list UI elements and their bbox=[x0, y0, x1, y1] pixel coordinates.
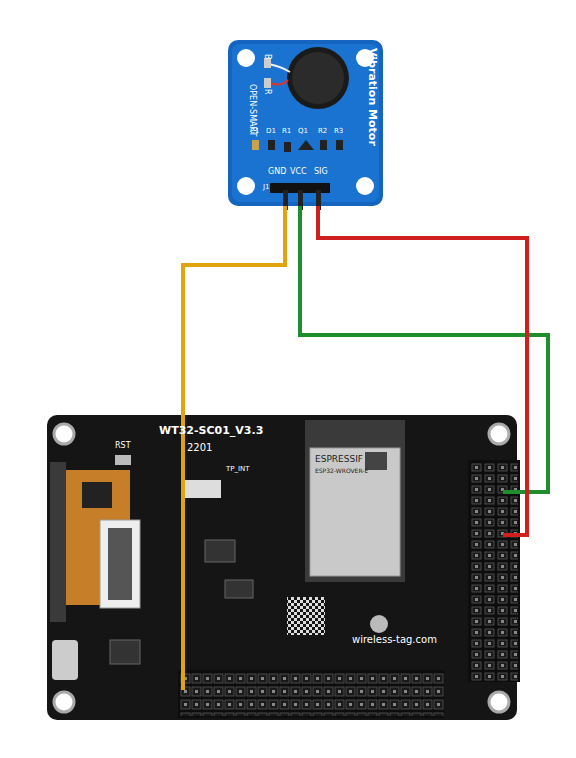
part-label: D1 bbox=[266, 128, 276, 136]
chip-label: ESPRESSIF bbox=[315, 455, 363, 465]
wire-end bbox=[503, 490, 517, 494]
board-box: WT32-SC01_V3.3 bbox=[47, 415, 517, 720]
wt32-board bbox=[47, 415, 520, 720]
part-label: R3 bbox=[334, 128, 343, 136]
brand-label: wireless-tag.com bbox=[352, 634, 437, 645]
terminal-label: B bbox=[262, 54, 271, 60]
wire-end bbox=[503, 533, 517, 537]
connector-label: TP_INT bbox=[226, 466, 250, 474]
terminal-label: R bbox=[262, 89, 271, 95]
wire-end bbox=[181, 415, 185, 690]
motor-module bbox=[228, 40, 383, 210]
module-title: Vibration Motor bbox=[366, 48, 378, 146]
wire bbox=[300, 206, 548, 492]
part-label: J1 bbox=[263, 184, 270, 192]
board-title: WT32-SC01_V3.3 bbox=[159, 425, 263, 437]
part-label: Q1 bbox=[298, 128, 308, 136]
wire bbox=[318, 206, 527, 535]
date-label: 2201 bbox=[187, 442, 212, 453]
wire bbox=[183, 206, 285, 415]
part-label: R2 bbox=[318, 128, 327, 136]
part-label: R1 bbox=[282, 128, 291, 136]
part-label: C1 bbox=[250, 128, 259, 136]
pin-label: VCC bbox=[290, 168, 307, 177]
pin-label: GND bbox=[268, 168, 286, 177]
button-label: RST bbox=[115, 442, 131, 451]
chip-label: ESP32-WROVER-E bbox=[315, 468, 368, 475]
pin-label: SIG bbox=[314, 168, 328, 177]
